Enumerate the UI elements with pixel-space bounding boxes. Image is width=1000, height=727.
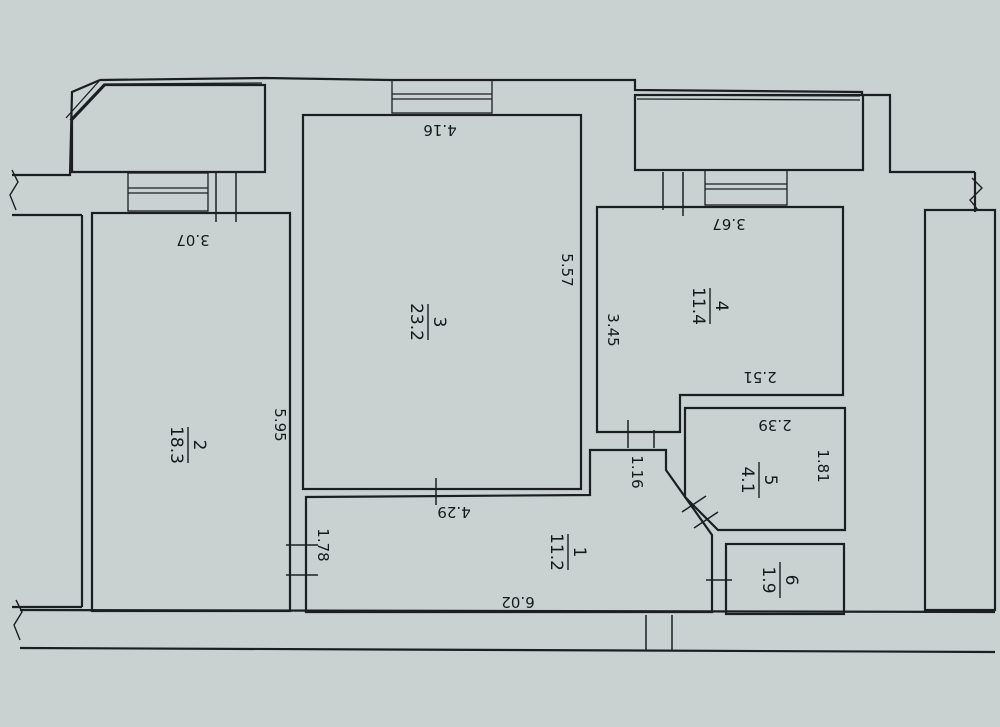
room-4-outline	[595, 205, 845, 434]
dim-6-02: 6.02	[501, 593, 534, 611]
room-2-number: 2	[189, 440, 209, 451]
room-labels: 2 18.3 3 23.2 4 11.4 5 4.1 1 11.2 6 1.9	[166, 287, 801, 598]
room-6-area: 1.9	[758, 566, 778, 593]
room-5-outline	[683, 406, 847, 532]
room-3-number: 3	[429, 317, 449, 328]
dim-2-39: 2.39	[758, 416, 791, 434]
dim-5-95: 5.95	[271, 408, 289, 441]
dim-2-51: 2.51	[743, 368, 776, 386]
room-5-number: 5	[760, 475, 780, 486]
room-1-area: 11.2	[546, 533, 566, 571]
room-3-area: 23.2	[406, 303, 426, 341]
room-5-area: 4.1	[737, 466, 757, 493]
dim-1-81: 1.81	[814, 449, 832, 482]
balcony-left	[65, 77, 267, 174]
dim-3-45: 3.45	[604, 313, 622, 346]
dimension-labels: 3.07 5.95 4.16 5.57 4.29 3.67 3.45 2.51 …	[176, 121, 832, 611]
dim-1-78: 1.78	[314, 528, 332, 561]
dim-4-29: 4.29	[437, 503, 470, 521]
windows	[127, 79, 788, 212]
room-4-number: 4	[711, 301, 731, 312]
room-6-number: 6	[781, 575, 801, 586]
room-label-4: 4 11.4	[688, 287, 731, 325]
dim-3-67: 3.67	[712, 215, 745, 233]
balcony-right	[633, 93, 865, 172]
room-label-2: 2 18.3	[166, 426, 209, 464]
dim-3-07: 3.07	[176, 231, 209, 249]
door-marks	[215, 172, 732, 650]
exterior-walls	[9, 76, 997, 654]
room-1-outline	[304, 431, 714, 614]
room-4-area: 11.4	[688, 287, 708, 325]
room-2-outline	[90, 211, 292, 613]
dim-1-16: 1.16	[628, 455, 646, 488]
room-2-area: 18.3	[166, 426, 186, 464]
room-label-1: 1 11.2	[546, 533, 589, 571]
room-1-number: 1	[569, 547, 589, 558]
dim-5-57: 5.57	[558, 253, 576, 286]
room-3-outline	[301, 113, 583, 491]
room-label-3: 3 23.2	[406, 303, 449, 341]
room-6-outline	[724, 542, 846, 616]
dim-4-16: 4.16	[423, 121, 456, 139]
room-label-5: 5 4.1	[737, 462, 780, 498]
room-label-6: 6 1.9	[758, 562, 801, 598]
